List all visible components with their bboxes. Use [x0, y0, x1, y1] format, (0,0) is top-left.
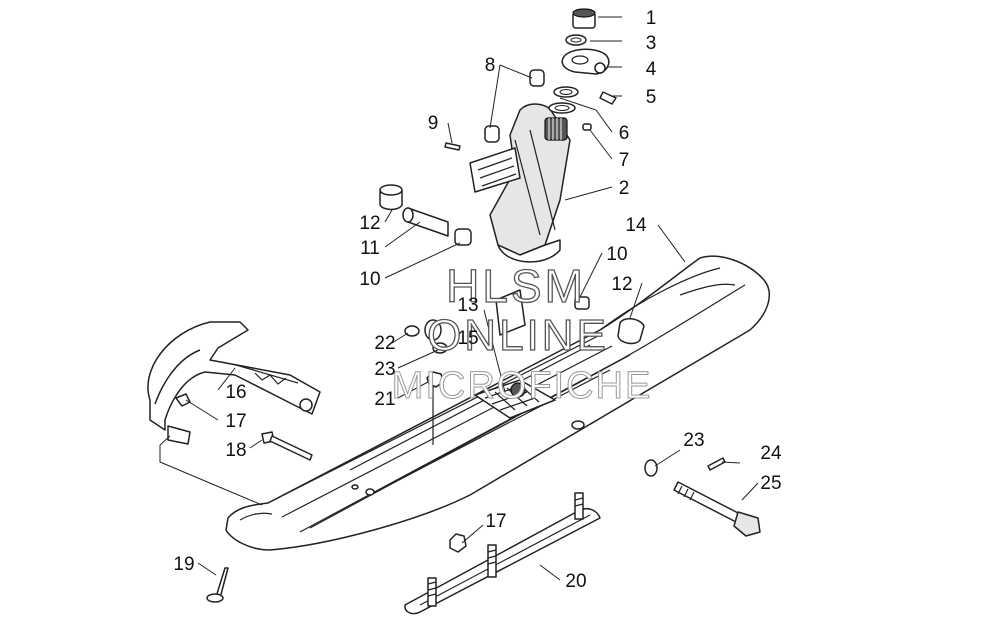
callout-9: 9 — [428, 113, 439, 134]
bushing-left[interactable] — [379, 184, 403, 211]
wear-bar[interactable] — [404, 492, 601, 615]
bushing-right[interactable] — [574, 296, 645, 345]
ski-loop-handle[interactable] — [147, 321, 321, 445]
callout-17b: 17 — [485, 511, 506, 532]
washer-22[interactable] — [404, 325, 420, 337]
spindle-bolt[interactable] — [444, 142, 461, 151]
callout-14: 14 — [625, 215, 647, 236]
washer-upper[interactable] — [565, 34, 587, 46]
bushing-15[interactable] — [424, 319, 442, 341]
wear-bar-nut[interactable] — [449, 533, 467, 553]
callout-2: 2 — [619, 178, 630, 199]
callout-6: 6 — [619, 123, 630, 144]
bushing-left-inner[interactable] — [454, 228, 472, 246]
watermark-line2: ONLINE — [427, 311, 609, 360]
washer-lower[interactable] — [548, 86, 579, 114]
leader-lines — [159, 16, 759, 581]
washer-23b[interactable] — [644, 459, 658, 477]
callout-23b: 23 — [683, 430, 704, 451]
callout-23a: 23 — [374, 359, 395, 380]
watermark-line3: MICROFICHE — [392, 365, 653, 407]
callout-7: 7 — [619, 150, 630, 171]
steering-clamp[interactable] — [561, 48, 610, 75]
screw-19[interactable] — [206, 567, 229, 603]
nut-inner[interactable] — [510, 382, 526, 398]
decal-plate — [469, 147, 521, 193]
sleeve[interactable] — [402, 207, 449, 237]
callout-11: 11 — [360, 238, 380, 259]
callout-8: 8 — [485, 55, 496, 76]
spindle-bolt-25[interactable] — [673, 481, 761, 537]
callout-5: 5 — [646, 87, 657, 108]
cotter-pin-24[interactable] — [707, 457, 726, 471]
callout-24: 24 — [760, 443, 782, 464]
callout-10a: 10 — [359, 269, 380, 290]
callout-16: 16 — [225, 382, 246, 403]
watermark-line1: HLSM — [446, 260, 586, 312]
callout-13: 13 — [457, 295, 478, 316]
callout-1: 1 — [646, 8, 657, 29]
callout-3: 3 — [646, 33, 657, 54]
clamp-bolt[interactable] — [599, 91, 617, 105]
callout-22: 22 — [374, 333, 395, 354]
bushing-upper[interactable] — [484, 69, 545, 143]
watermark: HLSM ONLINE MICROFICHE — [391, 259, 653, 407]
callout-18: 18 — [225, 440, 246, 461]
callout-numbers: 1 3 4 5 6 7 2 8 9 14 12 11 10 10 12 13 1… — [173, 8, 782, 592]
callout-10b: 10 — [606, 244, 627, 265]
callout-17a: 17 — [225, 411, 246, 432]
roll-pin[interactable] — [582, 123, 592, 131]
cap[interactable] — [572, 8, 596, 29]
callout-19: 19 — [173, 554, 194, 575]
callout-12b: 12 — [611, 274, 632, 295]
callout-25: 25 — [760, 473, 781, 494]
callout-4: 4 — [646, 59, 657, 80]
callout-21: 21 — [374, 389, 395, 410]
lock-nut-21[interactable] — [426, 371, 444, 445]
callout-12a: 12 — [359, 213, 380, 234]
handle-bolt[interactable] — [261, 431, 313, 461]
callout-15: 15 — [457, 328, 478, 349]
callout-20: 20 — [565, 571, 586, 592]
